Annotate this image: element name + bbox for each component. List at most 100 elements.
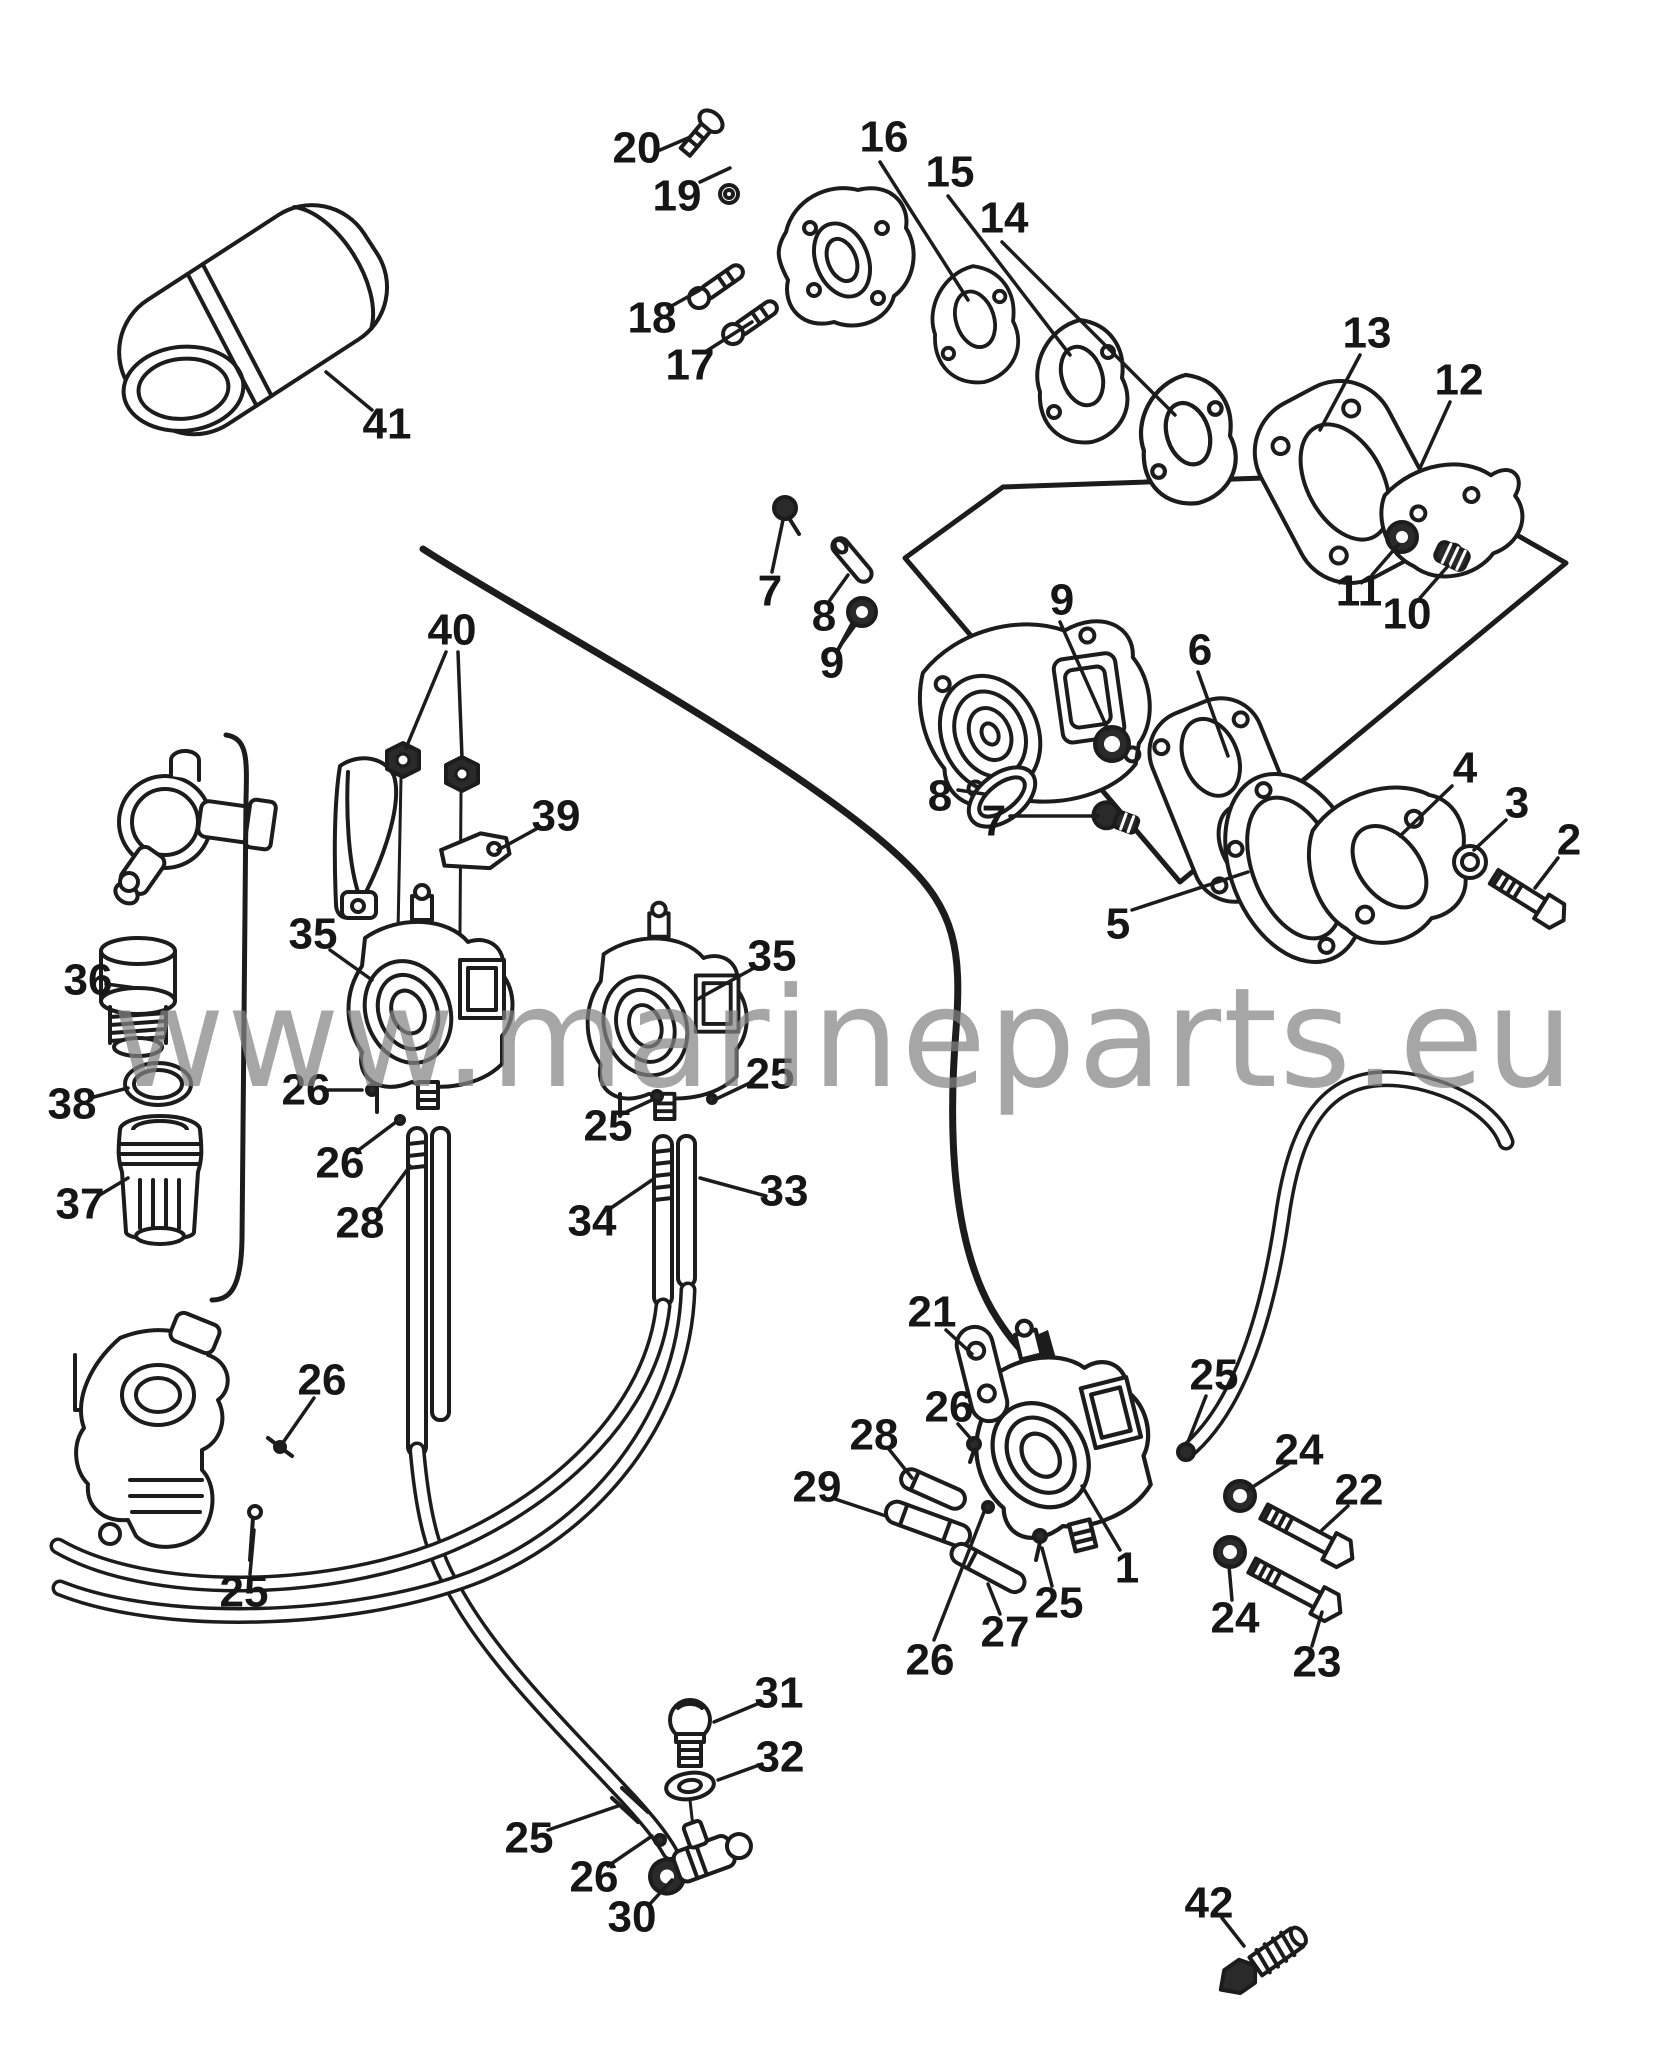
fittings-below-pumps	[365, 1082, 718, 1126]
part-label-7: 7	[758, 567, 782, 616]
part-36-connector	[99, 936, 177, 1058]
leader-line	[1472, 818, 1508, 852]
leader-line	[1318, 353, 1362, 432]
part-carburetor	[73, 1310, 230, 1549]
leader-line	[1000, 240, 1177, 417]
leader-line	[1320, 1504, 1350, 1532]
part-label-20: 20	[613, 124, 662, 173]
watermark: www.marineparts.eu	[112, 958, 1575, 1119]
leader-line	[456, 650, 464, 760]
leader-line	[374, 1164, 412, 1214]
part-label-4: 4	[1453, 744, 1478, 793]
leader-line	[658, 136, 690, 152]
part-40-nut	[444, 755, 480, 793]
part-30-joint	[648, 1819, 753, 1896]
leader-line	[1398, 784, 1454, 838]
part-7-screw	[772, 495, 801, 536]
part-label-7: 7	[982, 797, 1006, 846]
part-label-32: 32	[756, 1733, 805, 1782]
leader-line	[712, 1700, 764, 1724]
part-24-washer	[1213, 1479, 1257, 1569]
part-label-25: 25	[1035, 1579, 1084, 1628]
leader-line	[666, 288, 702, 310]
part-label-37: 37	[56, 1180, 105, 1229]
part-label-28: 28	[850, 1411, 899, 1460]
leader-line	[1418, 564, 1450, 600]
part-15-gasket	[1035, 318, 1130, 445]
leader-line	[698, 1176, 768, 1198]
leader-line	[694, 966, 756, 1002]
part-37-filter-cup	[116, 1114, 204, 1246]
part-label-26: 26	[282, 1066, 331, 1115]
part-label-1: 1	[1115, 1544, 1139, 1593]
part-label-8: 8	[928, 772, 952, 821]
part-label-26: 26	[298, 1356, 347, 1405]
leader-line	[1220, 1916, 1246, 1948]
part-39-bracket	[439, 831, 512, 871]
part-label-25: 25	[746, 1050, 795, 1099]
part-32-washer	[664, 1770, 716, 1802]
leader-line	[716, 1762, 764, 1782]
leader-line	[1080, 1484, 1122, 1552]
part-label-30: 30	[608, 1893, 657, 1942]
part-8-link	[830, 536, 874, 584]
leader-line	[1310, 1610, 1324, 1648]
part-label-35: 35	[289, 910, 338, 959]
leader-line	[248, 1528, 256, 1576]
part-28-hose-stub	[899, 1467, 967, 1511]
part-top-pump-body	[776, 186, 916, 328]
part-label-40: 40	[428, 606, 477, 655]
leader-line	[1533, 856, 1560, 890]
part-label-5: 5	[1106, 900, 1130, 949]
fuel-hoses	[49, 1070, 1515, 1861]
part-label-23: 23	[1293, 1638, 1342, 1687]
leader-line	[956, 788, 986, 796]
part-label-26: 26	[570, 1853, 619, 1902]
leader-line	[828, 573, 850, 602]
part-label-19: 19	[653, 172, 702, 221]
leader-line	[646, 1878, 674, 1908]
part-label-31: 31	[755, 1669, 804, 1718]
part-3-washer	[1452, 844, 1488, 880]
part-label-6: 6	[1188, 626, 1212, 675]
part-label-27: 27	[981, 1608, 1030, 1657]
part-label-25: 25	[1190, 1351, 1239, 1400]
part-label-15: 15	[926, 148, 975, 197]
leader-line	[1130, 870, 1250, 912]
leader-line	[404, 650, 448, 750]
part-label-42: 42	[1185, 1879, 1234, 1928]
part-label-22: 22	[1335, 1466, 1384, 1515]
part-label-38: 38	[48, 1080, 97, 1129]
part-label-25: 25	[505, 1814, 554, 1863]
pin	[396, 776, 403, 934]
leader-line	[354, 1120, 398, 1154]
hose-clamp-ticks	[610, 1786, 667, 1847]
leader-line	[1186, 1394, 1208, 1444]
part-label-25: 25	[584, 1102, 633, 1151]
leader-line	[96, 1176, 130, 1198]
part-10-plug	[1433, 540, 1471, 572]
part-29-hose-stub	[883, 1499, 973, 1549]
part-41-air-silencer	[117, 203, 390, 437]
part-label-11: 11	[1336, 567, 1383, 616]
leader-line	[946, 194, 1072, 357]
part-label-17: 17	[666, 341, 715, 390]
part-27-hose-stub	[949, 1541, 1027, 1595]
part-label-26: 26	[316, 1139, 365, 1188]
leader-line	[703, 320, 754, 354]
part-42-fitting	[1218, 1925, 1308, 1996]
leader-line	[606, 1834, 654, 1868]
part-label-25: 25	[220, 1568, 269, 1617]
carb-fittings	[247, 1436, 294, 1562]
leader-line	[1058, 620, 1110, 732]
part-label-8: 8	[812, 592, 836, 641]
part-label-33: 33	[760, 1167, 809, 1216]
part-label-28: 28	[336, 1199, 385, 1248]
part-label-24: 24	[1211, 1594, 1260, 1643]
part-18-screw	[687, 263, 745, 311]
part-label-39: 39	[532, 792, 581, 841]
leader-line	[886, 1446, 914, 1480]
